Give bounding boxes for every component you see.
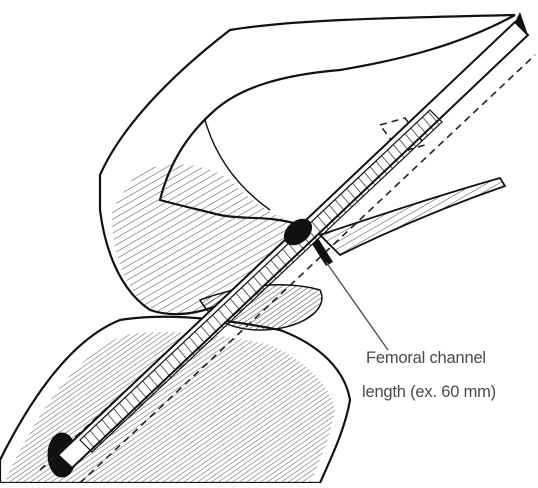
annotation-line-2: length (ex. 60 mm)	[362, 383, 496, 402]
leader-line	[326, 262, 388, 350]
annotation-line-1: Femoral channel	[366, 349, 486, 368]
